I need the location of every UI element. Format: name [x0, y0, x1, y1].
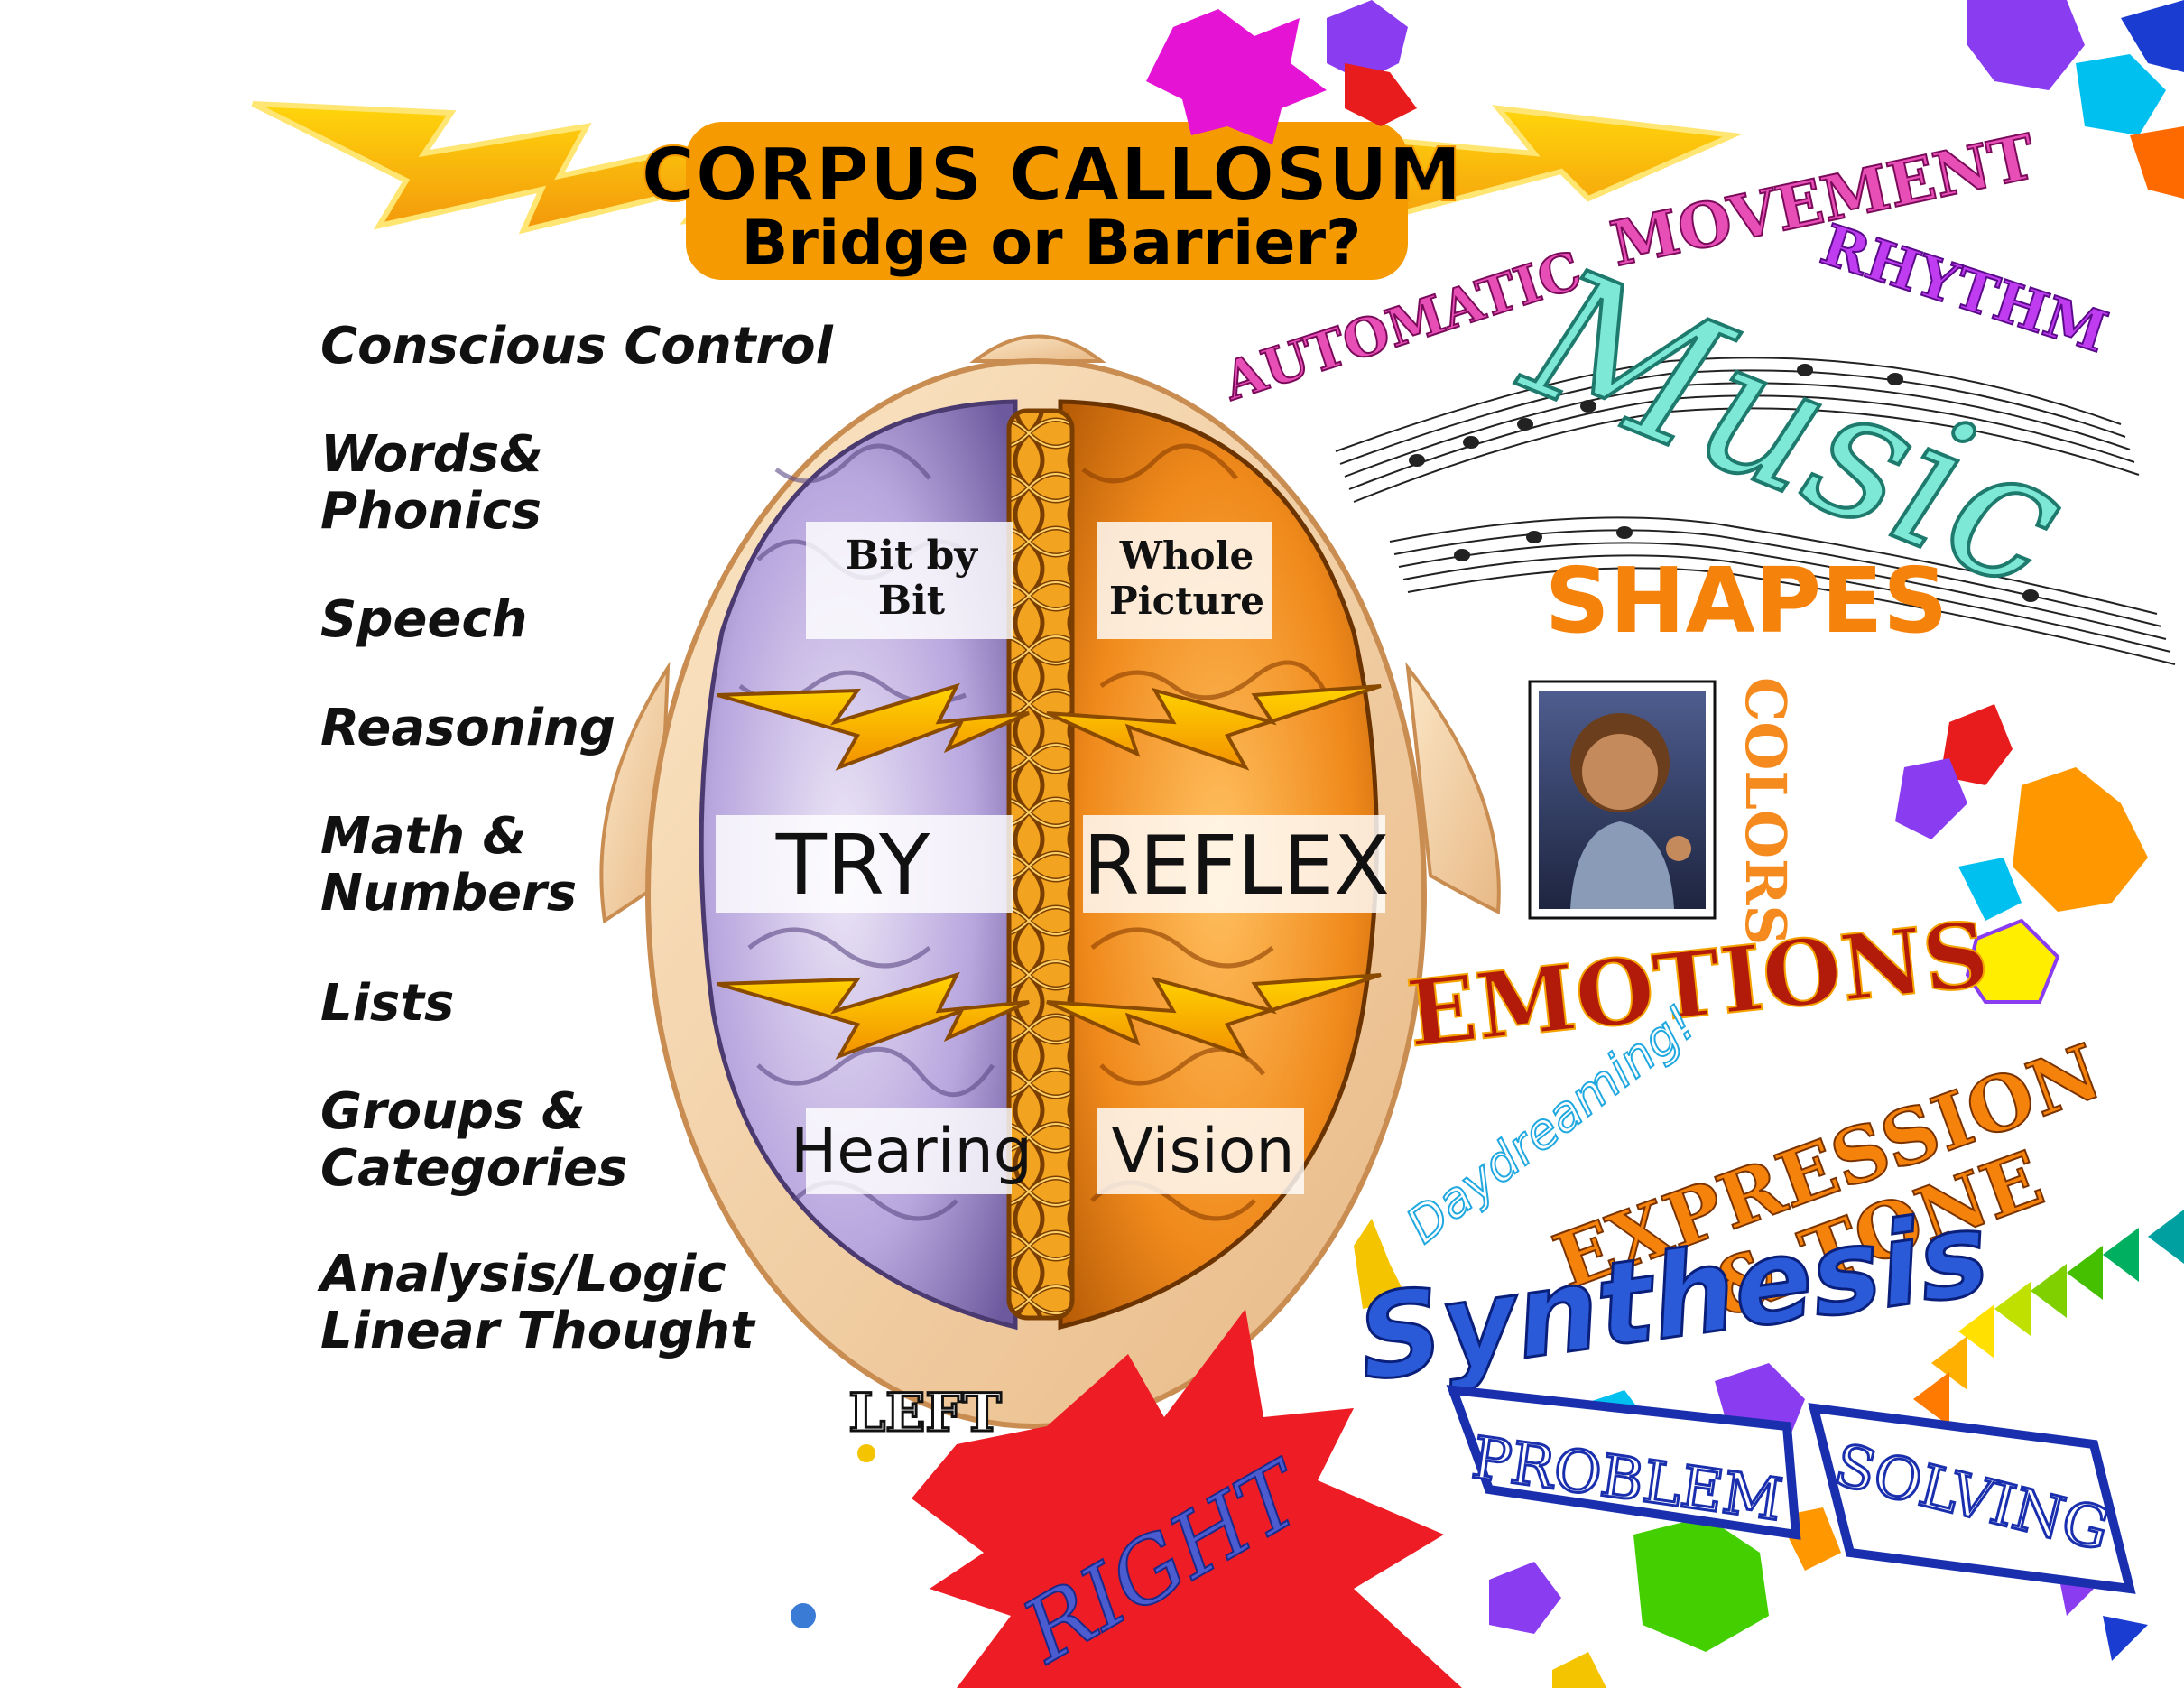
left-function-6a: Groups & — [320, 1082, 586, 1141]
left-function-7b: Linear Thought — [320, 1302, 756, 1360]
title-lightning-bolt — [251, 101, 1744, 280]
child-photo — [1528, 680, 1717, 920]
left-function-6b: Categories — [320, 1139, 627, 1198]
left-functions-list: Conscious Control Words& Phonics Speech … — [317, 317, 834, 1360]
music-notes — [1409, 364, 2039, 602]
brain-label-reflex: REFLEX — [1083, 819, 1390, 914]
brain-label-whole-line1: Whole — [1119, 533, 1254, 578]
left-function-0: Conscious Control — [320, 317, 834, 376]
word-colors: COLORS — [1733, 677, 1799, 945]
left-function-1b: Phonics — [320, 482, 541, 541]
left-function-2: Speech — [320, 590, 527, 649]
brain-label-vision: Vision — [1112, 1116, 1295, 1187]
brain-illustration — [599, 334, 1501, 1429]
word-shapes: SHAPES — [1545, 548, 1948, 654]
title-line-2: Bridge or Barrier? — [742, 208, 1362, 279]
left-function-5: Lists — [320, 974, 454, 1033]
red-splat — [791, 1309, 1462, 1688]
brain-label-bit-line1: Bit by — [846, 533, 978, 579]
left-function-7a: Analysis/Logic — [317, 1245, 726, 1303]
left-function-3: Reasoning — [320, 699, 615, 757]
brain-label-try: TRY — [775, 817, 930, 914]
brain-label-bit-line2: Bit — [878, 578, 946, 624]
hemisphere-left-label: LEFT — [848, 1382, 1001, 1443]
left-function-1a: Words& — [320, 425, 543, 484]
title-line-1: CORPUS CALLOSUM — [641, 133, 1462, 218]
problem-solving-ribbon — [1446, 1385, 2136, 1594]
brain-label-whole-line2: Picture — [1109, 579, 1264, 623]
music-staff — [1335, 357, 2176, 665]
paint-splats — [1146, 0, 2184, 1688]
brain-label-hearing: Hearing — [791, 1116, 1032, 1187]
left-function-4a: Math & — [320, 807, 526, 866]
left-function-4b: Numbers — [320, 864, 577, 923]
